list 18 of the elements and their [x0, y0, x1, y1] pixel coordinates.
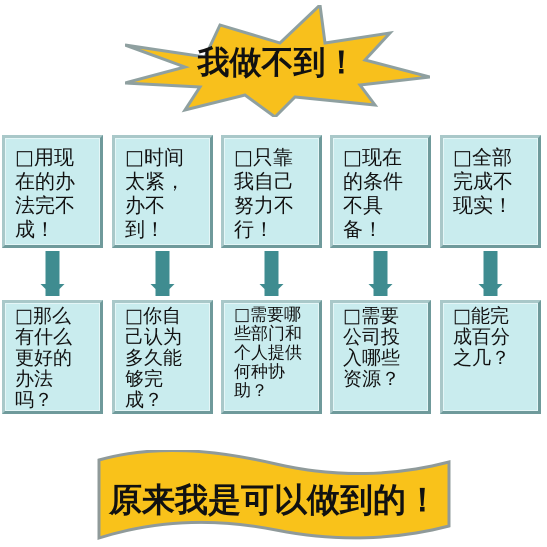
conclusion-text: 原来我是可以做到的！ [108, 479, 440, 521]
text-box: □只靠我自己努力不行！ [221, 135, 322, 248]
text-box: □现在的条件不具备！ [330, 135, 431, 248]
title-text: 我做不到！ [196, 42, 358, 83]
down-arrow [368, 251, 392, 296]
text-box: □你自己认为多久能够完成？ [112, 300, 213, 414]
text-box: □用现在的办法完不成！ [2, 135, 103, 248]
text-box: □那么有什么更好的办法吗？ [2, 300, 103, 414]
starburst [125, 5, 430, 117]
down-arrow [150, 251, 174, 296]
text-box: □能完成百分之几？ [440, 300, 541, 414]
text-box: □需要哪些部门和个人提供何种协助？ [221, 300, 322, 414]
down-arrow [260, 251, 284, 296]
down-arrow [478, 251, 502, 296]
text-box: □时间太紧，办不到！ [112, 135, 213, 248]
text-box: □需要公司投入哪些资源？ [330, 300, 431, 414]
down-arrow [40, 251, 64, 296]
text-box: □全部完成不现实！ [440, 135, 541, 248]
